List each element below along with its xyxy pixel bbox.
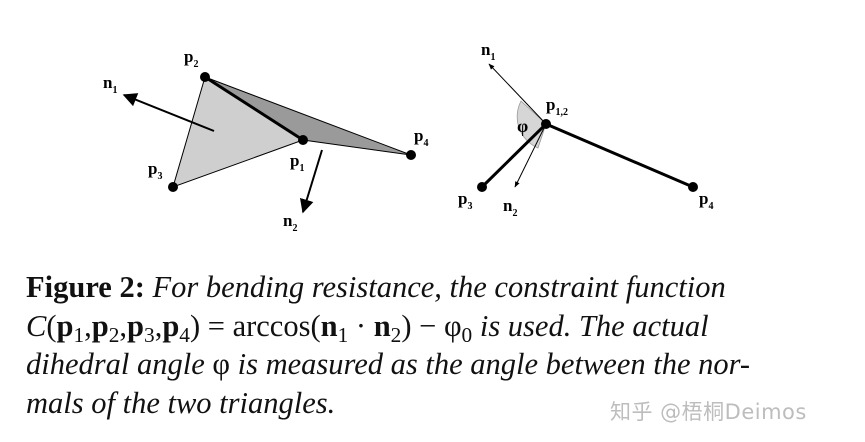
normal-n2-arrow-right bbox=[514, 123, 547, 188]
vertex-p12 bbox=[541, 119, 551, 129]
vertex-p4-right bbox=[688, 182, 698, 192]
normal-n1-arrow bbox=[122, 93, 215, 132]
shared-edge-p2-p1 bbox=[204, 75, 304, 142]
figure-caption: Figure 2: For bending resistance, the co… bbox=[26, 268, 808, 422]
caption-line-4: mals of the two triangles. bbox=[26, 385, 336, 420]
label-n2-right: n2 bbox=[503, 196, 517, 219]
label-p2: p2 bbox=[184, 47, 198, 70]
label-p3-right: p3 bbox=[458, 189, 472, 212]
normal-n2-arrow bbox=[299, 149, 323, 214]
left-diagram: p2 p3 p1 p4 n1 n2 bbox=[103, 47, 428, 234]
label-n2: n2 bbox=[283, 211, 297, 234]
caption-line-1: Figure 2: For bending resistance, the co… bbox=[26, 268, 808, 307]
label-p4-right: p4 bbox=[699, 189, 713, 212]
caption-line-2-formula: C(p1,p2,p3,p4) = arccos(n1 · n2) − φ0 is… bbox=[26, 308, 709, 347]
label-p4: p4 bbox=[414, 126, 428, 149]
vertex-p2 bbox=[200, 72, 210, 82]
label-phi: φ bbox=[517, 116, 528, 136]
figure-illustration: p2 p3 p1 p4 n1 n2 φ p1,2 p3 p4 n1 n bbox=[103, 40, 713, 234]
edge-to-p4 bbox=[545, 122, 694, 189]
figure-label: Figure 2: bbox=[26, 270, 145, 304]
label-n1-right: n1 bbox=[481, 40, 495, 63]
vertex-p4 bbox=[406, 150, 416, 160]
watermark-text: 知乎 @梧桐Deimos bbox=[610, 400, 807, 424]
normal-n1-arrow-right bbox=[488, 63, 547, 125]
label-p1: p1 bbox=[290, 151, 304, 174]
caption-text-2: is used. The actual bbox=[472, 308, 709, 343]
label-p12: p1,2 bbox=[546, 95, 568, 118]
vertex-p1 bbox=[298, 135, 308, 145]
edge-to-p3 bbox=[480, 122, 548, 189]
caption-line-3: dihedral angle φ is measured as the angl… bbox=[26, 347, 751, 381]
label-p3: p3 bbox=[148, 159, 162, 182]
label-n1: n1 bbox=[103, 73, 117, 96]
vertex-p3 bbox=[168, 182, 178, 192]
caption-text-1: For bending resistance, the constraint f… bbox=[144, 270, 726, 304]
right-diagram: φ p1,2 p3 p4 n1 n2 bbox=[458, 40, 713, 219]
vertex-p3-right bbox=[477, 182, 487, 192]
